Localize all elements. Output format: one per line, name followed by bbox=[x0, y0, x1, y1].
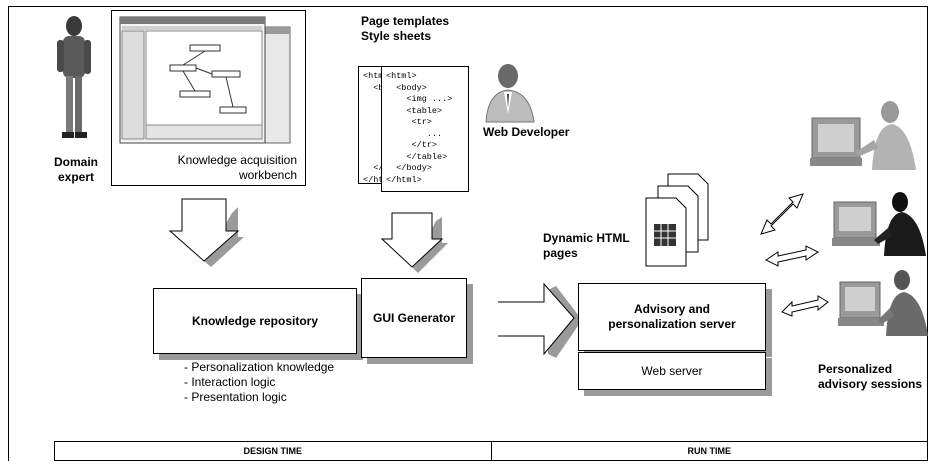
design-time-label: DESIGN TIME bbox=[243, 446, 302, 456]
repository-item-personalization: - Personalization knowledge bbox=[184, 360, 335, 374]
repository-item-presentation: - Presentation logic bbox=[184, 390, 287, 404]
down-arrow-repository bbox=[168, 198, 244, 267]
dynamic-pages-icon bbox=[645, 173, 709, 267]
personalized-sessions-label: Personalized advisory sessions bbox=[818, 362, 923, 391]
user-computer-3 bbox=[838, 270, 928, 336]
right-arrow-to-server bbox=[498, 282, 582, 358]
timeline-footer: DESIGN TIME RUN TIME bbox=[54, 441, 928, 461]
page-templates-title: Page templates Style sheets bbox=[361, 14, 450, 43]
domain-expert-figure bbox=[57, 16, 91, 138]
double-arrow-session-2 bbox=[765, 245, 819, 267]
repository-item-interaction: - Interaction logic bbox=[184, 375, 276, 389]
double-arrow-session-3 bbox=[781, 295, 829, 317]
diagram-frame bbox=[8, 6, 928, 461]
down-arrow-gui-generator bbox=[380, 212, 448, 273]
web-server-box: Web server bbox=[578, 352, 766, 390]
web-developer-figure bbox=[485, 64, 535, 123]
knowledge-repository-box: Knowledge repository bbox=[153, 288, 357, 354]
advisory-server-box: Advisory and personalization server bbox=[578, 283, 766, 351]
repository-contents-list: - Personalization knowledge - Interactio… bbox=[184, 360, 334, 405]
workbench-panel: Knowledge acquisition workbench bbox=[111, 10, 306, 186]
template-doc-front: <html> <body> <img ...> <table> <tr> ...… bbox=[381, 66, 469, 192]
user-computer-1 bbox=[810, 101, 916, 170]
workbench-caption: Knowledge acquisition workbench bbox=[177, 153, 297, 182]
run-time-label: RUN TIME bbox=[490, 442, 928, 460]
dynamic-html-label: Dynamic HTML pages bbox=[543, 231, 630, 260]
user-computer-2 bbox=[832, 192, 926, 256]
workbench-screenshot bbox=[119, 16, 291, 144]
web-developer-label: Web Developer bbox=[483, 125, 570, 139]
gui-generator-box: GUI Generator bbox=[361, 278, 467, 358]
domain-expert-label: Domain expert bbox=[53, 155, 98, 184]
double-arrow-session-1 bbox=[760, 193, 804, 235]
